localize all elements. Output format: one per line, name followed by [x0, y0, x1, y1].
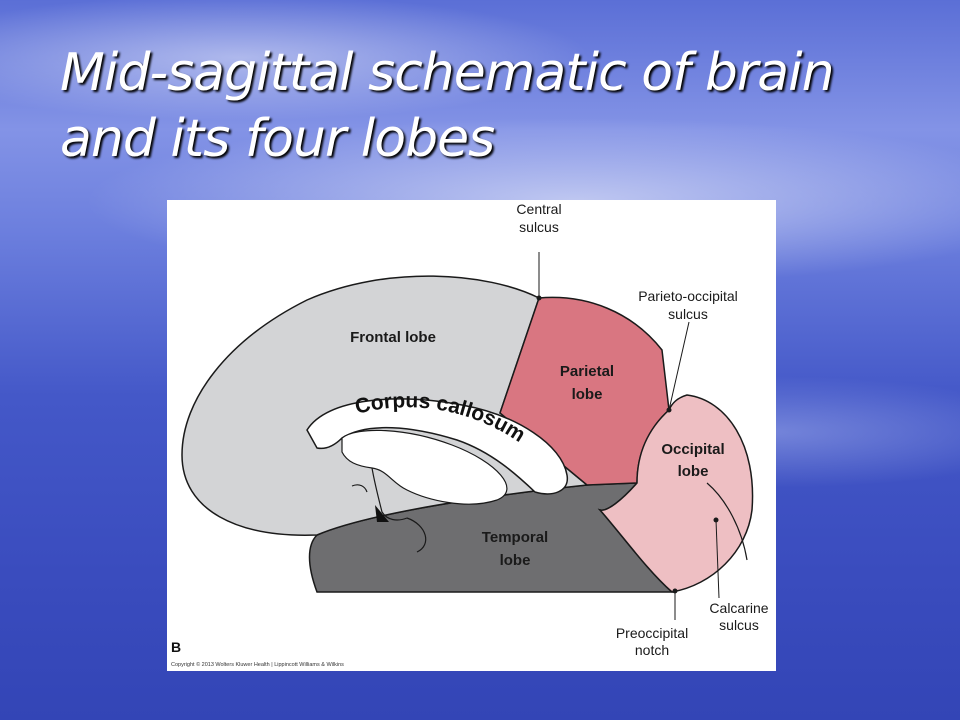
central-sulcus-label-2: sulcus — [519, 219, 559, 235]
calcarine-label-2: sulcus — [719, 617, 759, 633]
parieto-occipital-dot — [666, 407, 672, 413]
occipital-lobe-label-2: lobe — [678, 463, 709, 480]
temporal-lobe-label-2: lobe — [500, 552, 531, 569]
frontal-lobe-label: Frontal lobe — [350, 329, 436, 346]
calcarine-dot — [713, 517, 719, 523]
calcarine-label-1: Calcarine — [709, 600, 768, 616]
calcarine-sulcus-line — [706, 482, 748, 561]
slide-title-line-2: and its four lobes — [60, 109, 495, 169]
central-sulcus-dot — [536, 295, 542, 301]
temporal-lobe-label-1: Temporal — [482, 529, 548, 546]
parieto-occipital-label-1: Parieto-occipital — [638, 288, 738, 304]
preoccipital-label-2: notch — [635, 642, 669, 658]
calcarine-leader — [715, 519, 720, 599]
copyright-notice: Copyright © 2013 Wolters Kluwer Health |… — [171, 661, 344, 668]
brain-figure: Central sulcus Parieto-occipital sulcus … — [167, 200, 776, 671]
parieto-occipital-leader — [668, 321, 690, 411]
temporal-sulcus-line — [406, 517, 427, 553]
brainstem-black-notch — [375, 505, 389, 522]
preoccipital-label-1: Preoccipital — [616, 625, 688, 641]
brainstem-outline — [371, 467, 408, 521]
central-sulcus-label-1: Central — [516, 201, 561, 217]
parietal-lobe-label-2: lobe — [572, 386, 603, 403]
occipital-lobe-region — [597, 394, 754, 593]
slide-title: Mid-sagittal schematic of brain and its … — [60, 40, 920, 172]
parieto-occipital-label-2: sulcus — [668, 306, 708, 322]
brain-diagram: Central sulcus Parieto-occipital sulcus … — [171, 201, 769, 668]
preoccipital-dot — [672, 588, 678, 594]
occipital-lobe-label-1: Occipital — [661, 441, 724, 458]
thalamus-outline — [341, 429, 508, 505]
parietal-lobe-label-1: Parietal — [560, 363, 614, 380]
frontal-small-sulcus — [351, 484, 368, 493]
panel-letter: B — [171, 639, 181, 655]
slide-title-line-1: Mid-sagittal schematic of brain — [60, 43, 835, 103]
